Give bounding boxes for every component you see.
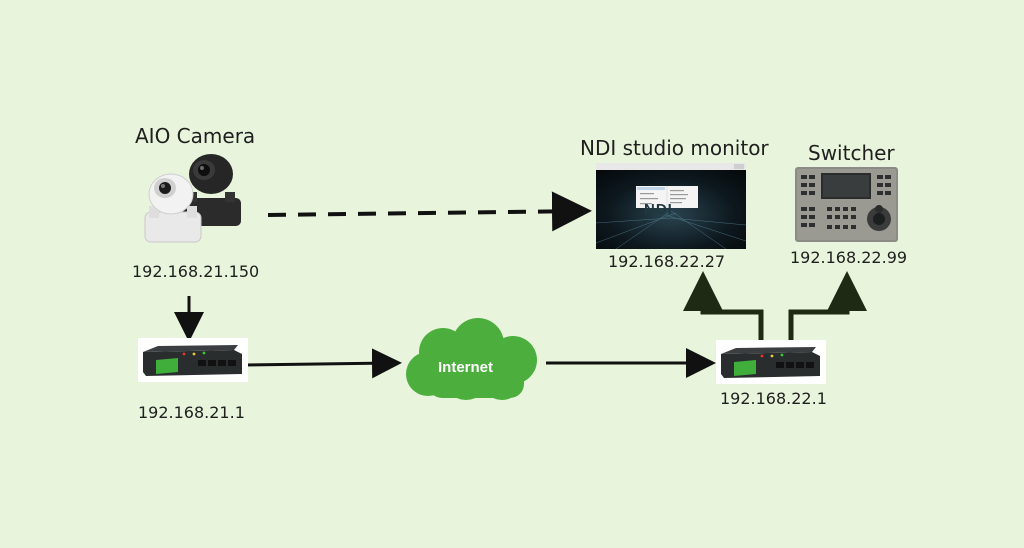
camera-title: AIO Camera	[135, 124, 256, 148]
router-right-ip: 192.168.22.1	[720, 389, 827, 408]
edge-router-to-internet	[243, 348, 402, 379]
router-left-ip: 192.168.21.1	[138, 403, 245, 422]
ndi-monitor-screenshot	[596, 163, 746, 249]
switcher-panel-icon	[795, 167, 898, 242]
router-right-icon	[716, 340, 826, 384]
edge-router-to-monitor	[683, 271, 764, 342]
switcher-title: Switcher	[808, 141, 895, 165]
internet-cloud-icon	[406, 318, 537, 400]
internet-label: Internet	[438, 359, 494, 376]
edge-router-to-switcher	[788, 271, 867, 342]
edge-camera-to-monitor-dashed	[267, 191, 592, 232]
switcher-ip: 192.168.22.99	[790, 248, 908, 267]
monitor-title: NDI studio monitor	[580, 136, 769, 160]
router-left-icon	[138, 338, 248, 382]
ndi-logo: NDI	[644, 201, 673, 218]
camera-ip: 192.168.21.150	[132, 262, 260, 281]
monitor-ip: 192.168.22.27	[608, 252, 726, 271]
ptz-camera-icon	[144, 154, 241, 243]
